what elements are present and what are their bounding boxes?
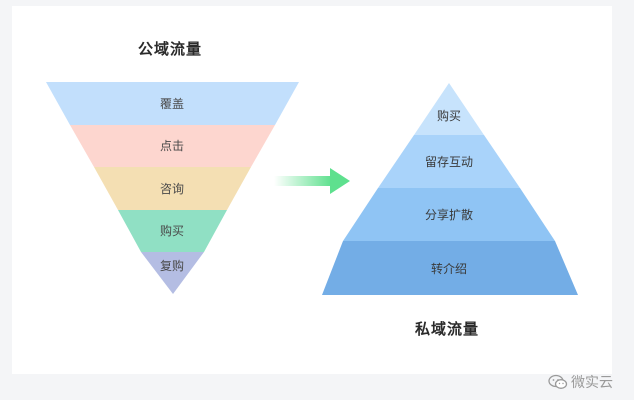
private-pyramid: 购买 留存互动 分享扩散 转介绍 — [322, 83, 578, 295]
funnel-layer-2 — [94, 167, 251, 210]
wechat-icon — [548, 374, 568, 389]
funnel-layer-4 — [141, 252, 204, 294]
funnel-layer-3 — [118, 210, 227, 252]
watermark: 微实云 — [548, 372, 613, 392]
funnel-layer-1 — [70, 125, 275, 167]
pyramid-label-0: 购买 — [437, 108, 461, 123]
pyramid-layer-1 — [378, 135, 520, 188]
funnel-label-2: 咨询 — [160, 181, 184, 196]
pyramid-label-3: 转介绍 — [431, 261, 467, 276]
arrow-head — [330, 168, 350, 194]
funnel-label-1: 点击 — [160, 139, 184, 153]
pyramid-layer-2 — [343, 188, 555, 241]
pyramid-layer-0 — [414, 83, 484, 135]
watermark-text: 微实云 — [571, 375, 613, 391]
funnel-label-4: 复购 — [160, 258, 184, 273]
pyramid-label-1: 留存互动 — [425, 155, 473, 169]
public-funnel: 覆盖 点击 咨询 购买 复购 — [46, 82, 299, 294]
private-pyramid-title: 私域流量 — [415, 320, 480, 338]
funnel-label-0: 覆盖 — [160, 97, 184, 111]
funnel-label-3: 购买 — [160, 223, 184, 238]
arrow-shaft — [274, 176, 332, 186]
pyramid-layer-3 — [322, 241, 578, 295]
transition-arrow — [274, 168, 350, 194]
pyramid-label-2: 分享扩散 — [425, 207, 473, 222]
public-funnel-title: 公域流量 — [138, 40, 203, 58]
funnel-layer-0 — [46, 82, 299, 125]
